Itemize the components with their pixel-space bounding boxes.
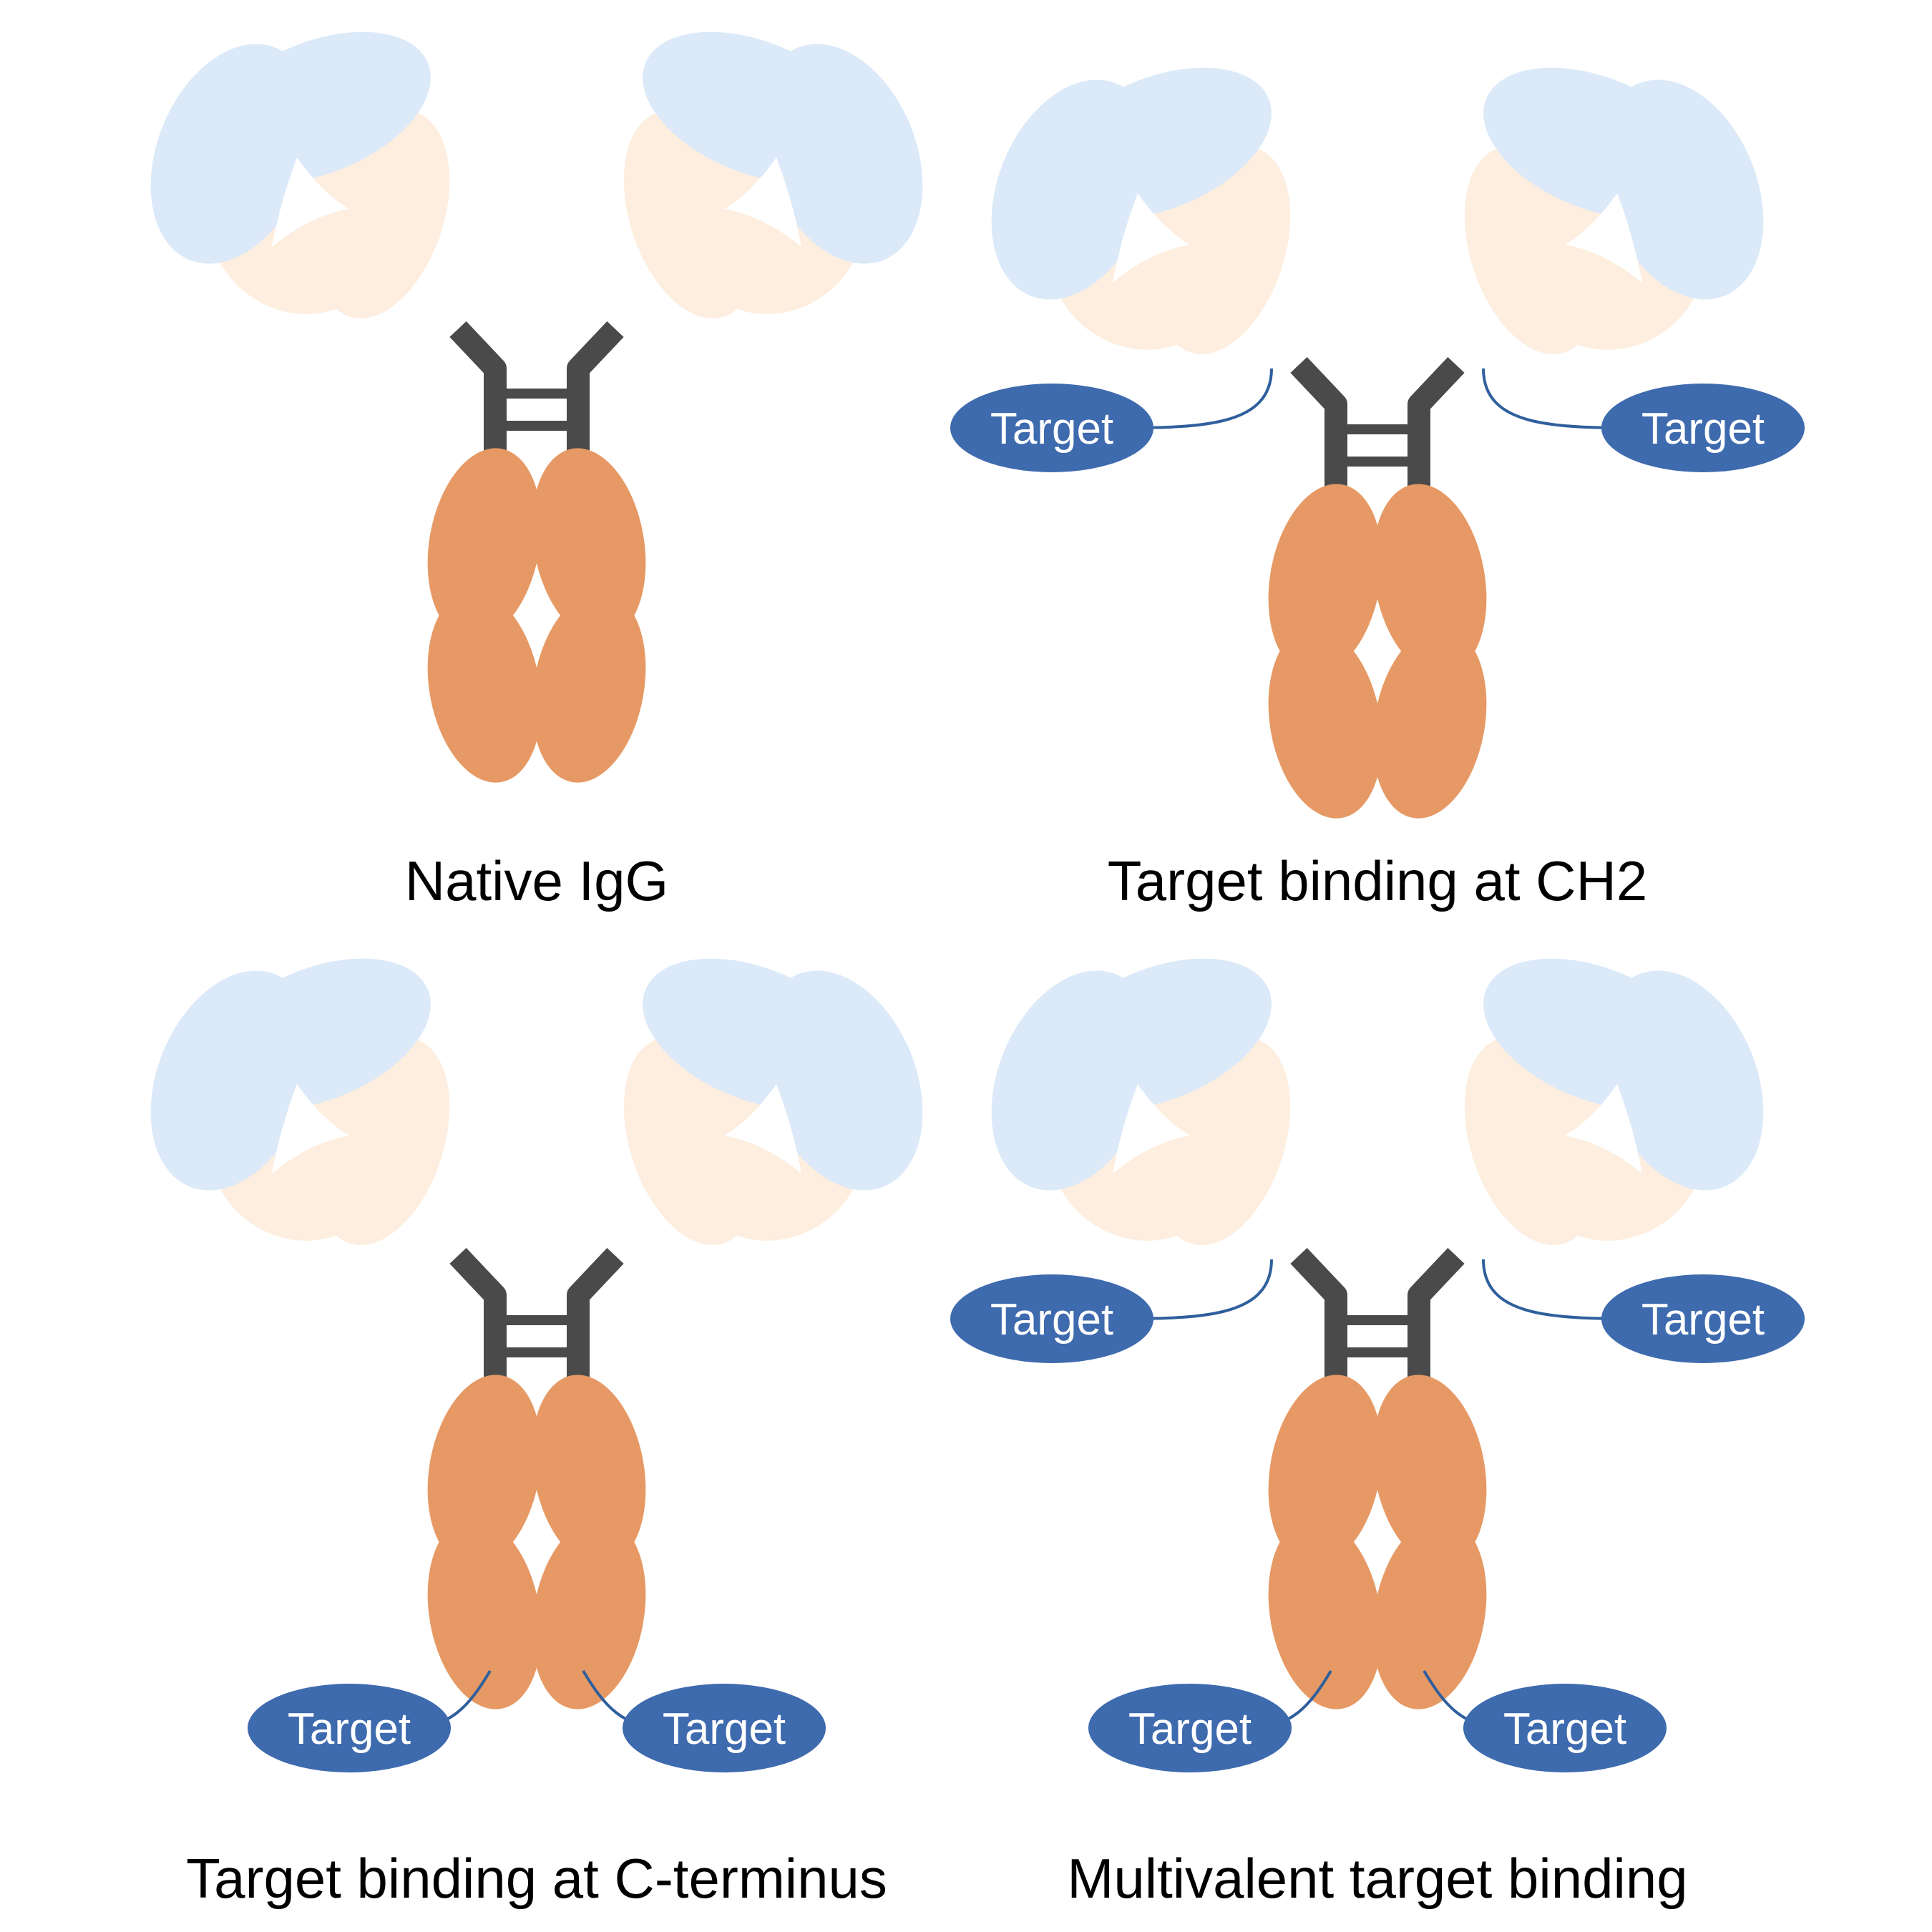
antibody <box>150 31 923 783</box>
target-ellipse-cterm-right <box>1463 1684 1667 1772</box>
fab-pocket-right <box>1565 193 1642 283</box>
panel-caption: Native IgG <box>405 849 668 912</box>
hinge-chain-left <box>449 321 507 472</box>
ch2-domain-right <box>532 1375 646 1566</box>
panel-caption: Target binding at CH2 <box>1108 849 1647 912</box>
variable-domain-inner-right <box>643 958 867 1110</box>
target-label-cterm-right: Target <box>663 1704 786 1754</box>
panel-caption: Target binding at C-terminus <box>186 1847 887 1910</box>
variable-domain-inner-right <box>643 31 867 183</box>
ch2-domain-left <box>1268 484 1382 675</box>
fab-pocket-left <box>272 157 349 247</box>
ch3-domain-right <box>1372 627 1487 819</box>
fab-pocket-left <box>1113 1084 1190 1174</box>
fab-pocket-right <box>1565 1084 1642 1174</box>
target-label-ch2-left: Target <box>990 404 1113 454</box>
ch2-domain-left <box>427 448 542 640</box>
fab-pocket-left <box>272 1084 349 1174</box>
target-label-cterm-right: Target <box>1503 1704 1626 1754</box>
hinge-chain-right <box>1407 357 1465 508</box>
target-ellipse-ch2-left <box>950 1274 1153 1363</box>
hinge-chain-right <box>567 1248 624 1399</box>
ch3-domain-right <box>532 1518 646 1709</box>
ch3-domain-left <box>427 1518 542 1709</box>
target-ellipse-ch2-right <box>1601 1274 1805 1363</box>
ch3-domain-left <box>427 591 542 783</box>
hinge-chain-right <box>567 321 624 472</box>
panel-native-igg: Native IgG <box>150 31 923 912</box>
target-label-cterm-left: Target <box>288 1704 411 1754</box>
target-label-ch2-right: Target <box>1641 1295 1765 1345</box>
hinge-chain-left <box>1290 1248 1347 1399</box>
target-ellipse-cterm-left <box>1088 1684 1292 1772</box>
target-label-cterm-left: Target <box>1128 1704 1252 1754</box>
ch2-domain-right <box>1372 1375 1487 1566</box>
panel-caption: Multivalent target binding <box>1067 1847 1687 1910</box>
hinge-chain-right <box>1407 1248 1465 1399</box>
fab-pocket-right <box>724 157 801 247</box>
ch3-domain-left <box>1268 1518 1382 1709</box>
target-ellipse-ch2-left <box>950 384 1153 472</box>
panel-target-binding-ch2: Target Target Target binding at CH2 <box>950 67 1805 912</box>
ch2-domain-left <box>1268 1375 1382 1566</box>
target-label-ch2-right: Target <box>1641 404 1765 454</box>
antibody <box>150 958 923 1709</box>
target-label-ch2-left: Target <box>990 1295 1113 1345</box>
target-group: Target Target <box>950 368 1805 472</box>
ch2-domain-left <box>427 1375 542 1566</box>
target-group: Target Target <box>248 1669 826 1772</box>
variable-domain-inner-left <box>206 31 431 183</box>
ch3-domain-right <box>532 591 646 783</box>
fab-pocket-right <box>724 1084 801 1174</box>
target-ellipse-cterm-right <box>623 1684 826 1772</box>
ch2-domain-right <box>532 448 646 640</box>
ch3-domain-right <box>1372 1518 1487 1709</box>
variable-domain-inner-left <box>1047 67 1272 219</box>
variable-domain-inner-left <box>1047 958 1272 1110</box>
variable-domain-inner-right <box>1483 67 1708 219</box>
hinge-chain-left <box>1290 357 1347 508</box>
antibody <box>991 958 1764 1709</box>
ch2-domain-right <box>1372 484 1487 675</box>
target-ellipse-cterm-left <box>248 1684 451 1772</box>
hinge-chain-left <box>449 1248 507 1399</box>
variable-domain-inner-left <box>206 958 431 1110</box>
panel-target-binding-c-terminus: Target Target Target binding at C-terminu… <box>150 958 923 1910</box>
ch3-domain-left <box>1268 627 1382 819</box>
target-ellipse-ch2-right <box>1601 384 1805 472</box>
antibody <box>991 67 1764 819</box>
variable-domain-inner-right <box>1483 958 1708 1110</box>
fab-pocket-left <box>1113 193 1190 283</box>
